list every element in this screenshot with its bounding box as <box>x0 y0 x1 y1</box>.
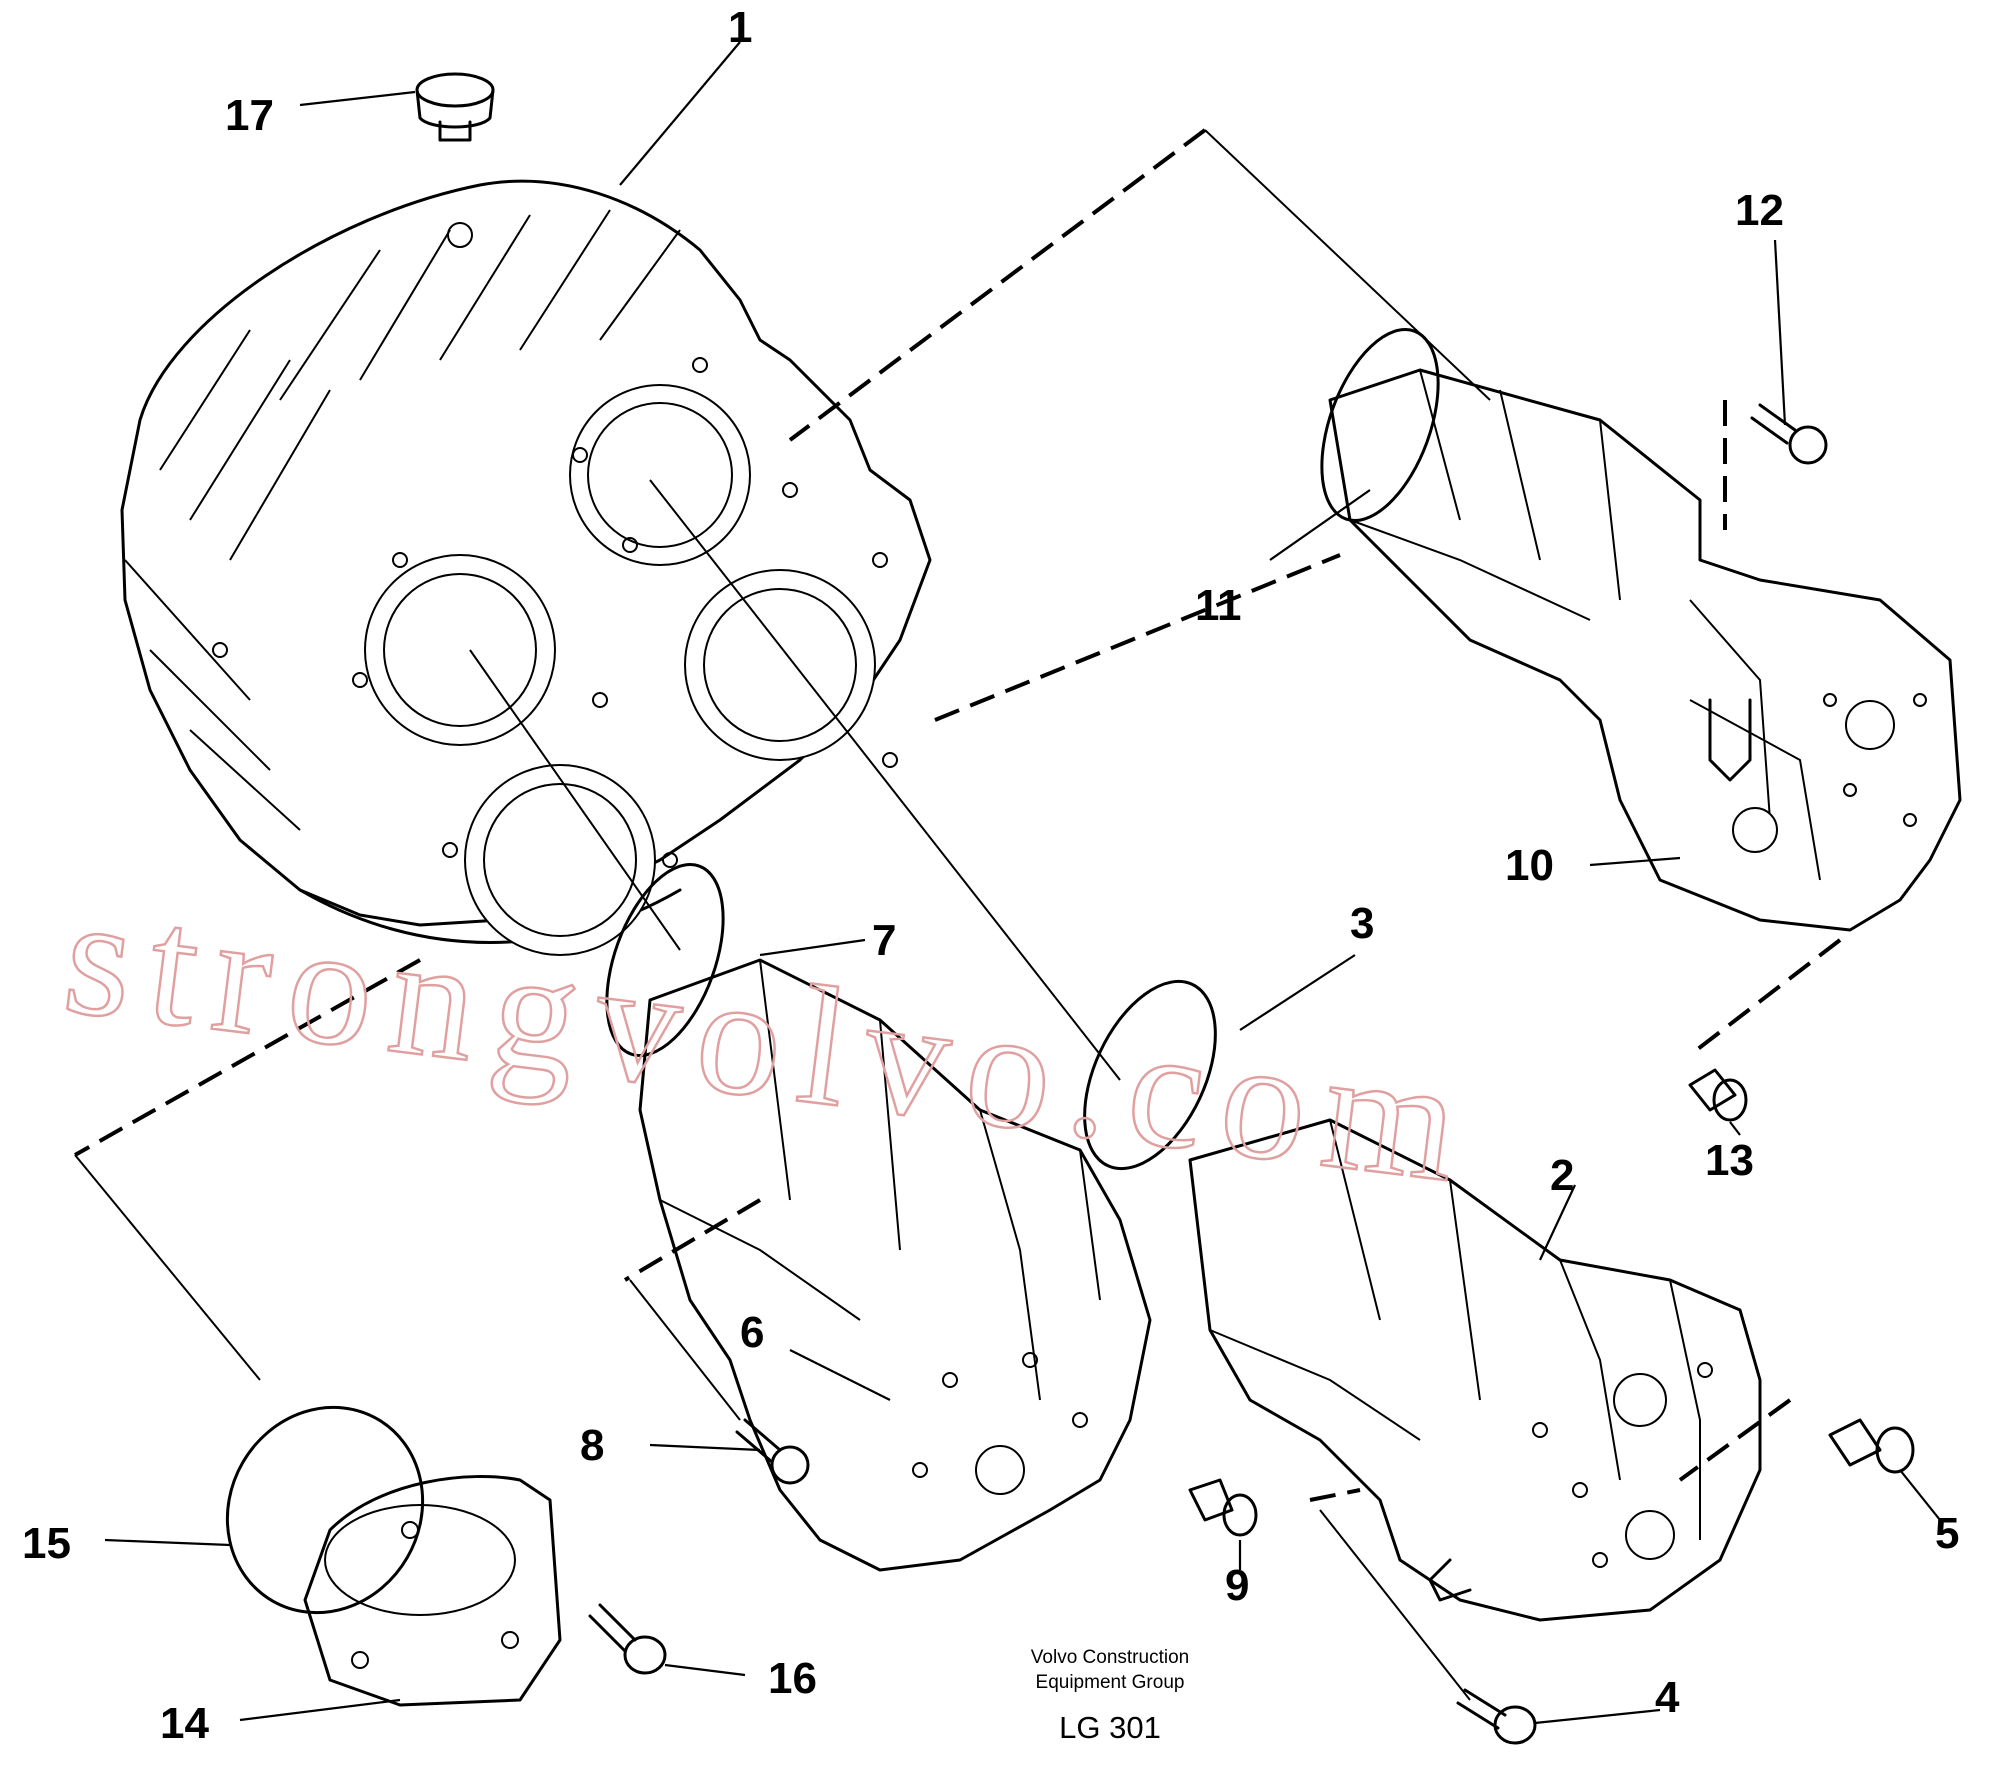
callout-3: 3 <box>1350 899 1374 948</box>
breather-plug-part-17 <box>415 72 495 142</box>
callout-17: 17 <box>225 91 274 140</box>
plug-part-5 <box>1828 1418 1915 1474</box>
housing-part-1 <box>120 179 932 956</box>
callout-14: 14 <box>160 1699 209 1748</box>
callout-8: 8 <box>580 1421 604 1470</box>
callout-7: 7 <box>872 916 896 965</box>
o-ring-part-7 <box>605 862 725 1058</box>
callout-13: 13 <box>1705 1136 1754 1185</box>
callout-6: 6 <box>740 1308 764 1357</box>
callout-11: 11 <box>1195 581 1242 630</box>
callout-5: 5 <box>1935 1509 1959 1558</box>
callout-12: 12 <box>1735 186 1784 235</box>
plug-part-13 <box>1688 1068 1748 1122</box>
caption-line-2: Equipment Group <box>1036 1672 1185 1693</box>
callout-labels: 1 2 3 4 5 6 7 8 9 10 11 12 13 14 15 16 1… <box>22 3 1959 1748</box>
hydraulic-motor-part-10 <box>1328 368 1962 932</box>
callout-15: 15 <box>22 1519 71 1568</box>
assembly-guide-lines <box>74 128 1842 1701</box>
hydraulic-motor-part-6 <box>638 958 1152 1572</box>
screw-part-4 <box>1456 1688 1537 1745</box>
caption-line-1: Volvo Construction <box>1031 1647 1189 1668</box>
screw-part-16 <box>588 1603 667 1675</box>
callout-10: 10 <box>1505 841 1554 890</box>
o-ring-part-15 <box>225 1405 425 1615</box>
callout-4: 4 <box>1655 1673 1680 1722</box>
callout-16: 16 <box>768 1654 817 1703</box>
callout-2: 2 <box>1550 1151 1574 1200</box>
o-ring-part-11 <box>1320 327 1440 523</box>
screw-part-12 <box>1750 403 1828 465</box>
screw-part-8 <box>735 1418 810 1485</box>
drawing-number: LG 301 <box>1059 1710 1161 1745</box>
callout-1: 1 <box>728 3 752 52</box>
o-ring-part-3 <box>1083 979 1217 1171</box>
callout-9: 9 <box>1225 1561 1249 1610</box>
callout-leaders <box>104 41 1941 1725</box>
plug-part-9 <box>1188 1478 1258 1537</box>
hydraulic-motor-part-2 <box>1188 1118 1762 1622</box>
drawing-caption: Volvo Construction Equipment Group LG 30… <box>1031 1647 1189 1745</box>
watermark: strongvolvo.com <box>55 860 1485 1219</box>
cover-part-14 <box>303 1475 562 1707</box>
